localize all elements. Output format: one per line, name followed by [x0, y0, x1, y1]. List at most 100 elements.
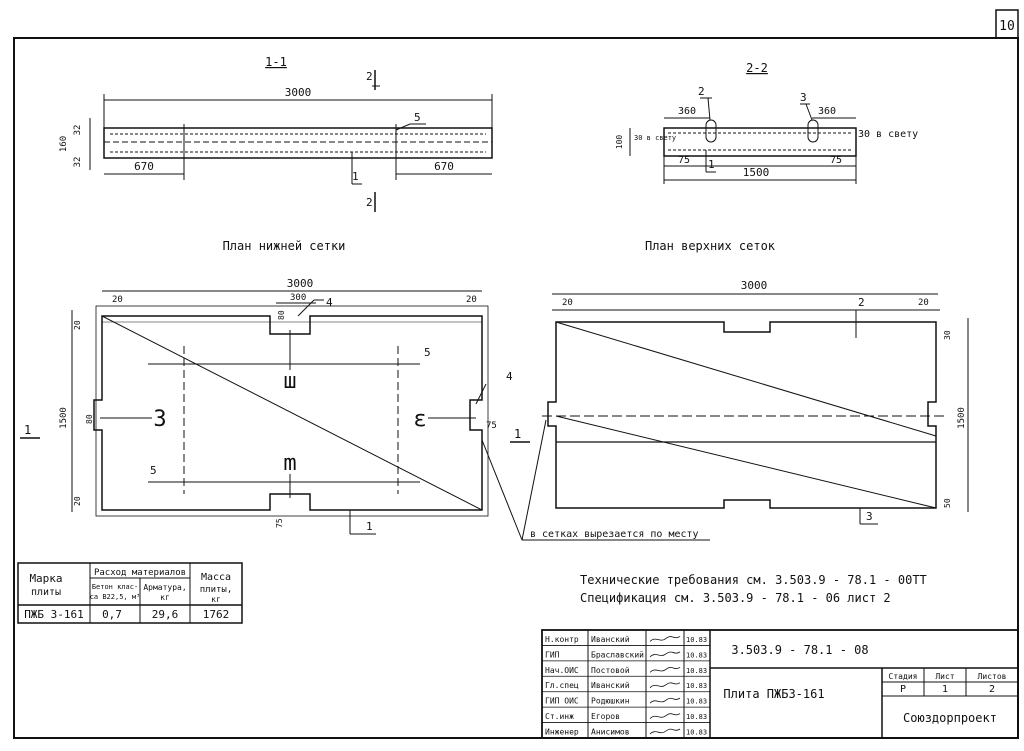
stamp-date: 10.83 [686, 713, 707, 721]
section-2-2-title: 2-2 [746, 61, 768, 75]
th-mass: Масса [201, 572, 231, 583]
plan-lower-d300: 300 [290, 293, 306, 303]
plan-lower-pos4a: 4 [326, 296, 333, 309]
cut-mark-bottom: 2 [366, 196, 373, 209]
pos-2-section: 2 [698, 85, 705, 98]
dim-75-right: 75 [830, 155, 842, 166]
dim-32-top: 32 [73, 125, 83, 136]
td-steel: 29,6 [152, 608, 179, 621]
stamp-name: Иванский [591, 681, 630, 690]
th-steel2: кг [160, 593, 170, 602]
stamp-sheets: 2 [989, 684, 995, 695]
plan-lower-d20c: 20 [73, 320, 82, 330]
th-mark2: плиты [31, 587, 61, 598]
dim-360-left: 360 [678, 106, 696, 117]
cut-note: в сетках вырезается по месту [481, 419, 710, 541]
plan-lower-pos5a: 5 [424, 346, 431, 359]
stamp-date: 10.83 [686, 636, 707, 644]
plan-upper-d20a: 20 [562, 298, 573, 308]
cut-note-text: в сетках вырезается по месту [530, 529, 699, 540]
stamp-org: Союздорпроект [903, 711, 997, 725]
dim-160: 160 [59, 136, 69, 152]
plan-upper-mesh: План верхних сеток 3000 20 20 2 30 50 15… [542, 239, 969, 525]
plan-lower-pos1: 1 [366, 520, 373, 533]
loop-left: 3 [153, 407, 166, 432]
stamp-name: Родюшкин [591, 697, 630, 706]
dim-670-left: 670 [134, 160, 154, 173]
plan-lower-d20b: 20 [466, 295, 477, 305]
section-2-2: 2-2 360 360 2 3 75 75 1500 1 100 30 в св… [615, 61, 918, 184]
plan-lower-width: 3000 [287, 277, 314, 290]
pos-1-section: 1 [352, 170, 359, 183]
stamp-role: Гл.спец [545, 681, 579, 690]
plan-upper-d30: 30 [943, 330, 952, 340]
pos-3-section: 3 [800, 91, 807, 104]
stamp-name: Постовой [591, 666, 630, 675]
stamp-role: ГИП [545, 650, 560, 659]
plan-lower-mesh: План нижней сетки 3000 20 20 300 20 20 1… [20, 239, 530, 535]
pos-5-section: 5 [414, 111, 421, 124]
signature-mark [649, 697, 681, 704]
plan-upper-pos2: 2 [858, 296, 865, 309]
page-number: 10 [999, 19, 1015, 34]
stamp-date: 10.83 [686, 729, 707, 737]
stamp-h-stage: Стадия [889, 672, 918, 681]
materials-table: Марка плиты Расход материалов Бетон клас… [17, 562, 243, 624]
dim-32-bottom: 32 [73, 157, 83, 168]
stamp-role: Н.контр [545, 635, 579, 644]
th-concrete: Бетон клас- [92, 583, 138, 591]
td-concrete: 0,7 [102, 608, 122, 621]
plan-lower-d80a: 80 [277, 310, 286, 320]
dim-75-left: 75 [678, 155, 690, 166]
loop-bottom: m [283, 451, 296, 476]
section-1-1-title: 1-1 [265, 55, 287, 69]
plan-lower-pos5b: 5 [150, 464, 157, 477]
stamp-date: 10.83 [686, 698, 707, 706]
plan-upper-heading: План верхних сеток [645, 239, 776, 253]
th-mark: Марка [29, 572, 62, 585]
specification-ref: Спецификация см. 3.503.9 - 78.1 - 06 лис… [580, 591, 891, 605]
stamp-role: Ст.инж [545, 712, 574, 721]
signature-mark [649, 666, 681, 673]
section-1-1: 1-1 2 2 3000 32 160 32 670 670 5 1 [59, 55, 493, 212]
stamp-name: Браславский [591, 650, 644, 659]
stamp-name: Иванский [591, 635, 630, 644]
signature-mark [649, 651, 681, 658]
plan-lower-heading: План нижней сетки [223, 239, 346, 253]
plan-cut-left: 1 [24, 423, 31, 437]
stamp-name: Анисимов [591, 728, 630, 737]
stamp-role: Инженер [545, 728, 579, 737]
title-block: 3.503.9 - 78.1 - 08 Плита ПЖБ3-161 Стади… [541, 629, 1019, 739]
plan-cut-right: 1 [514, 427, 521, 441]
td-mass: 1762 [203, 608, 230, 621]
dim-1500-section: 1500 [743, 166, 770, 179]
stamp-stage: Р [900, 684, 906, 695]
th-mass2: плиты, [200, 585, 233, 595]
plan-upper-d20b: 20 [918, 298, 929, 308]
plan-upper-d50: 50 [943, 498, 952, 508]
th-consumption: Расход материалов [94, 568, 186, 578]
pos-1-section22: 1 [708, 158, 715, 171]
stamp-h-sheets: Листов [978, 672, 1007, 681]
dim-360-right: 360 [818, 106, 836, 117]
sheet-frame: 10 [13, 9, 1019, 739]
signature-mark [649, 682, 681, 689]
plan-lower-pos4b: 4 [506, 370, 513, 383]
th-steel: Арматура, [143, 583, 186, 592]
stamp-role: ГИП ОИС [545, 697, 579, 706]
plan-lower-d20a: 20 [112, 295, 123, 305]
stamp-code: 3.503.9 - 78.1 - 08 [731, 643, 868, 657]
plan-lower-d80b: 80 [85, 414, 94, 424]
plan-upper-height: 1500 [957, 407, 967, 429]
loop-right: ε [413, 407, 426, 432]
dim-3000-section: 3000 [285, 86, 312, 99]
clear-left: 30 в свету [634, 134, 676, 142]
th-mass3: кг [211, 595, 221, 604]
cut-mark-top: 2 [366, 70, 373, 83]
plan-upper-pos3: 3 [866, 510, 873, 523]
tech-requirements: Технические требования см. 3.503.9 - 78.… [580, 573, 927, 587]
loop-top: ш [283, 369, 296, 394]
stamp-date: 10.83 [686, 651, 707, 659]
clear-right: 30 в свету [858, 129, 918, 140]
